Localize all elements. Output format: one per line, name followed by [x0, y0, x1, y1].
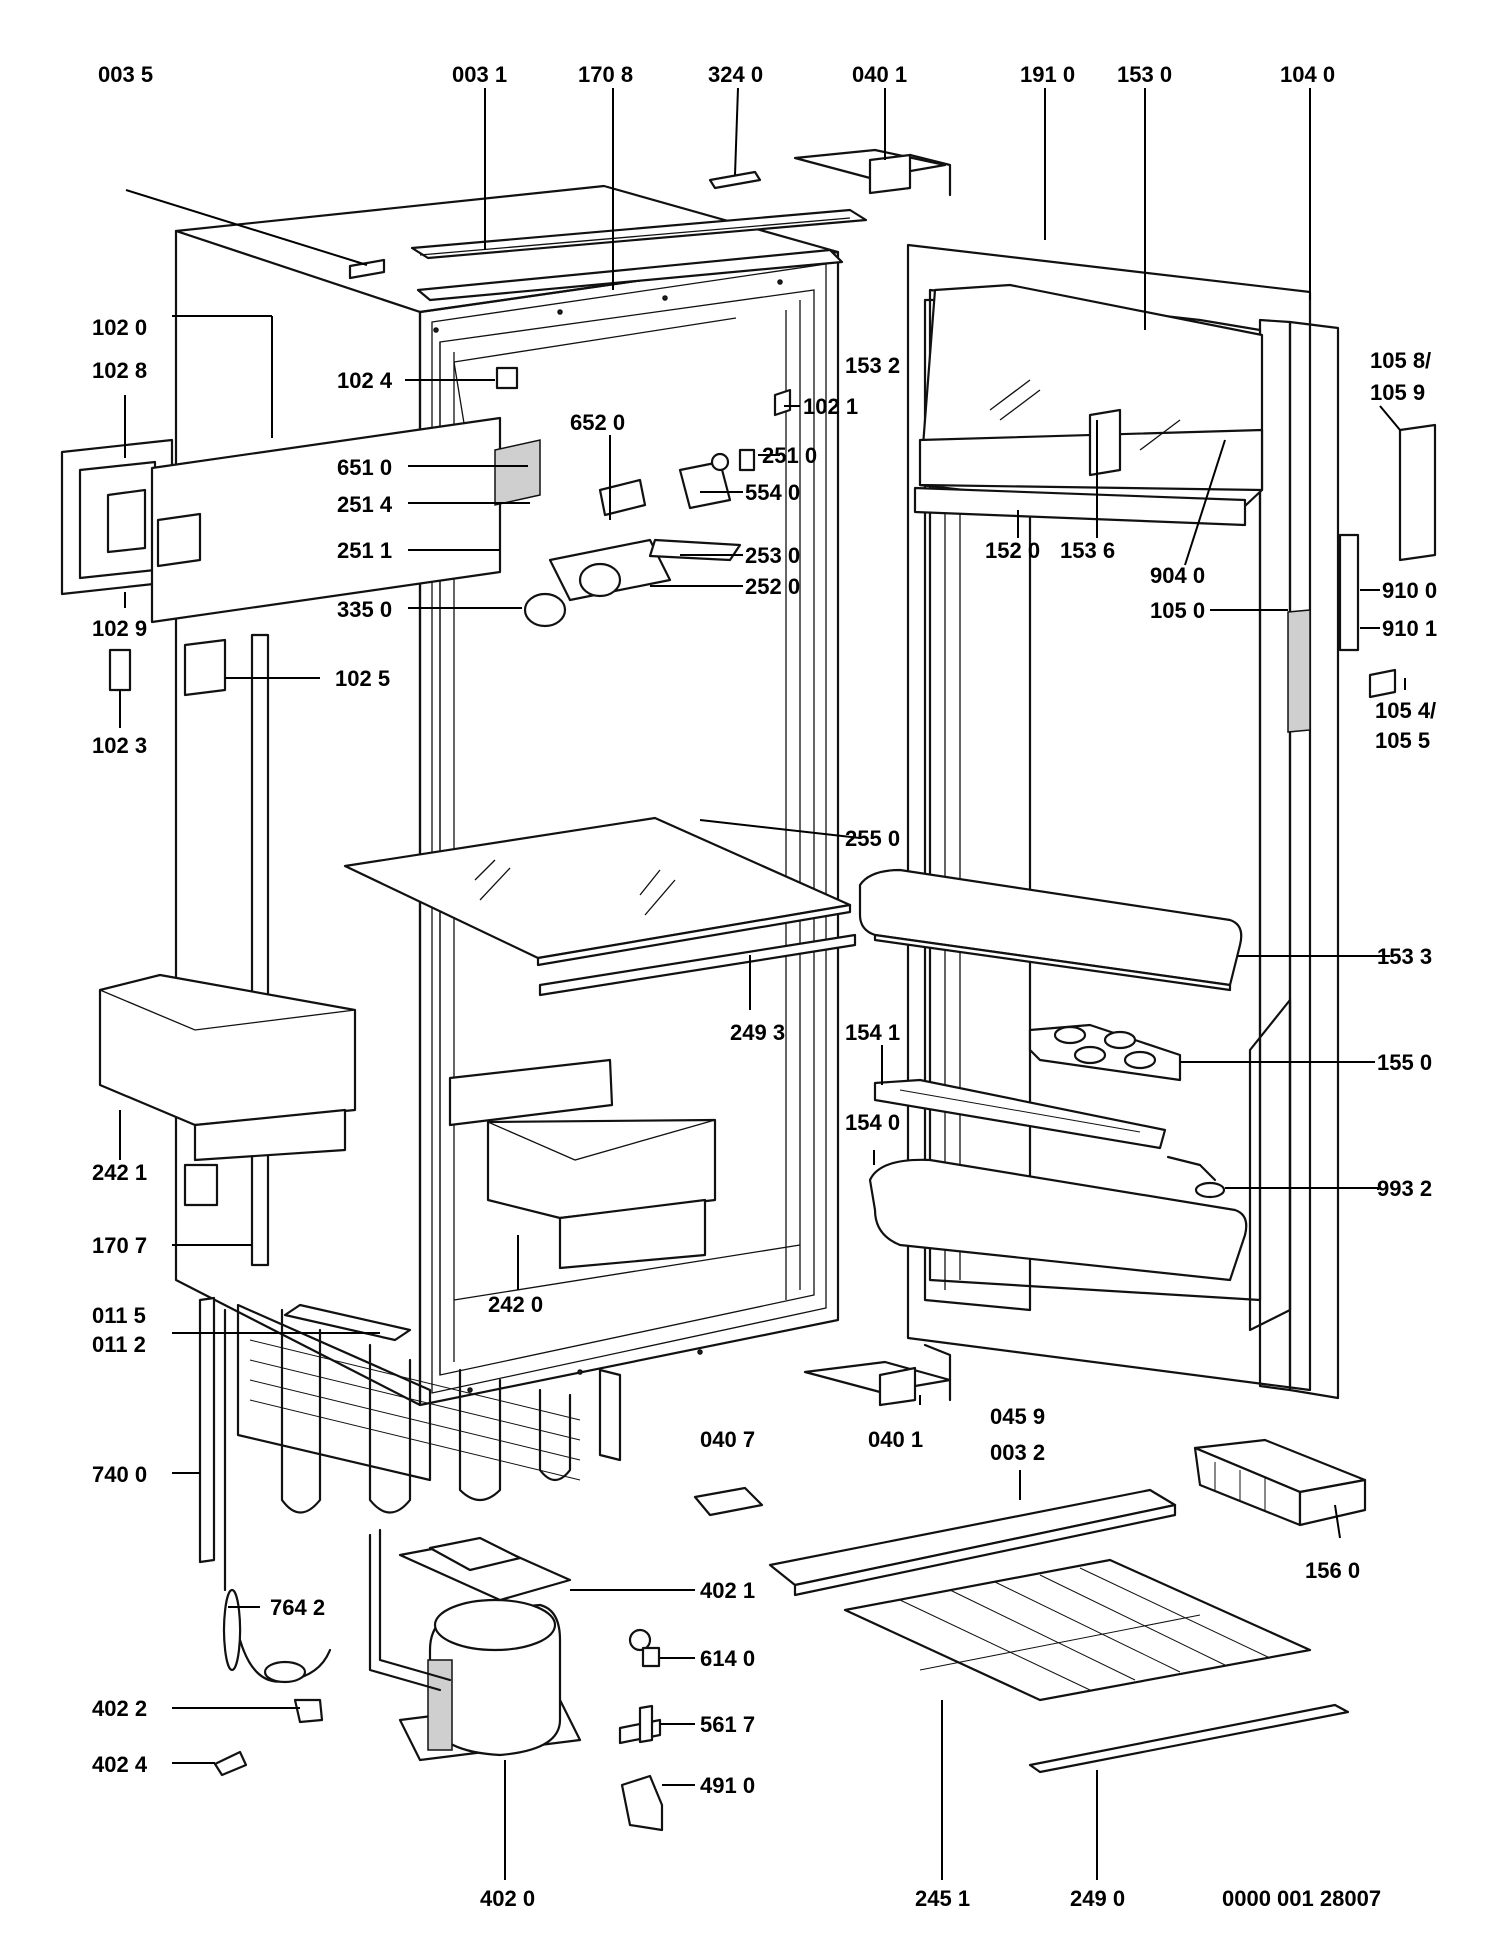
- label-7400: 740 0: [92, 1462, 147, 1487]
- cabinet-body: [174, 184, 868, 1407]
- label-0401-top: 040 1: [852, 62, 907, 87]
- label-1708: 170 8: [578, 62, 633, 87]
- label-0112: 011 2: [92, 1332, 146, 1357]
- label-1550: 155 0: [1377, 1050, 1432, 1075]
- label-4021: 402 1: [700, 1578, 755, 1603]
- label-1910: 191 0: [1020, 62, 1075, 87]
- label-0115: 011 5: [92, 1303, 146, 1328]
- label-0407: 040 7: [700, 1427, 755, 1452]
- label-2421: 242 1: [92, 1160, 147, 1185]
- label-1025: 102 5: [335, 666, 390, 691]
- label-2550: 255 0: [845, 826, 900, 851]
- label-9100: 910 0: [1382, 578, 1437, 603]
- label-0035: 003 5: [98, 62, 153, 87]
- label-7642: 764 2: [270, 1595, 325, 1620]
- condenser: [198, 1296, 622, 1684]
- label-1532: 153 2: [845, 353, 900, 378]
- label-2520: 252 0: [745, 574, 800, 599]
- loose-parts: [108, 170, 764, 1832]
- label-2510: 251 0: [762, 443, 817, 468]
- part-number-labels: 003 5 003 1 170 8 324 0 040 1 191 0 153 …: [92, 62, 1437, 1911]
- label-0031: 003 1: [452, 62, 507, 87]
- label-1020: 102 0: [92, 315, 147, 340]
- label-1530: 153 0: [1117, 62, 1172, 87]
- label-1059: 105 9: [1370, 380, 1425, 405]
- label-5617: 561 7: [700, 1712, 755, 1737]
- hinges: [793, 148, 952, 1407]
- label-1023: 102 3: [92, 733, 147, 758]
- label-0032: 003 2: [990, 1440, 1045, 1465]
- label-1054: 105 4/: [1375, 698, 1436, 723]
- bottom-plates: [768, 1488, 1350, 1774]
- glass-shelf: [343, 816, 857, 997]
- compressor: [368, 1528, 582, 1762]
- label-1540: 154 0: [845, 1110, 900, 1135]
- label-6140: 614 0: [700, 1646, 755, 1671]
- label-1520: 152 0: [985, 538, 1040, 563]
- label-1536: 153 6: [1060, 538, 1115, 563]
- label-4022: 402 2: [92, 1696, 147, 1721]
- label-9040: 904 0: [1150, 563, 1205, 588]
- label-2511: 251 1: [337, 538, 392, 563]
- crisper-bins: [98, 973, 717, 1270]
- label-2530: 253 0: [745, 543, 800, 568]
- label-3350: 335 0: [337, 597, 392, 622]
- label-3240: 324 0: [708, 62, 763, 87]
- label-0459: 045 9: [990, 1404, 1045, 1429]
- label-0401-bottom: 040 1: [868, 1427, 923, 1452]
- ice-tray: [1193, 1438, 1367, 1527]
- label-2420: 242 0: [488, 1292, 543, 1317]
- door-shelves: [858, 868, 1248, 1282]
- label-1707: 170 7: [92, 1233, 147, 1258]
- label-1560: 156 0: [1305, 1558, 1360, 1583]
- control-panel: [60, 366, 792, 628]
- label-1028: 102 8: [92, 358, 147, 383]
- label-1541: 154 1: [845, 1020, 900, 1045]
- label-1029: 102 9: [92, 616, 147, 641]
- label-4020: 402 0: [480, 1886, 535, 1911]
- label-2514: 251 4: [337, 492, 393, 517]
- door-butter-compartment: [913, 283, 1264, 527]
- label-1058: 105 8/: [1370, 348, 1431, 373]
- label-1021: 102 1: [803, 394, 858, 419]
- label-1533: 153 3: [1377, 944, 1432, 969]
- label-1040: 104 0: [1280, 62, 1335, 87]
- drain-tube: [250, 633, 270, 1267]
- label-2493: 249 3: [730, 1020, 785, 1045]
- label-1024: 102 4: [337, 368, 393, 393]
- leader-lines: [119, 87, 1406, 1880]
- label-4910: 491 0: [700, 1773, 755, 1798]
- label-2490: 249 0: [1070, 1886, 1125, 1911]
- label-9101: 910 1: [1382, 616, 1437, 641]
- label-9932: 993 2: [1377, 1176, 1432, 1201]
- drawing-code: 0000 001 28007: [1222, 1886, 1381, 1911]
- label-2451: 245 1: [915, 1886, 970, 1911]
- label-6520: 652 0: [570, 410, 625, 435]
- label-5540: 554 0: [745, 480, 800, 505]
- label-1050: 105 0: [1150, 598, 1205, 623]
- label-4024: 402 4: [92, 1752, 148, 1777]
- label-6510: 651 0: [337, 455, 392, 480]
- label-1055: 105 5: [1375, 728, 1430, 753]
